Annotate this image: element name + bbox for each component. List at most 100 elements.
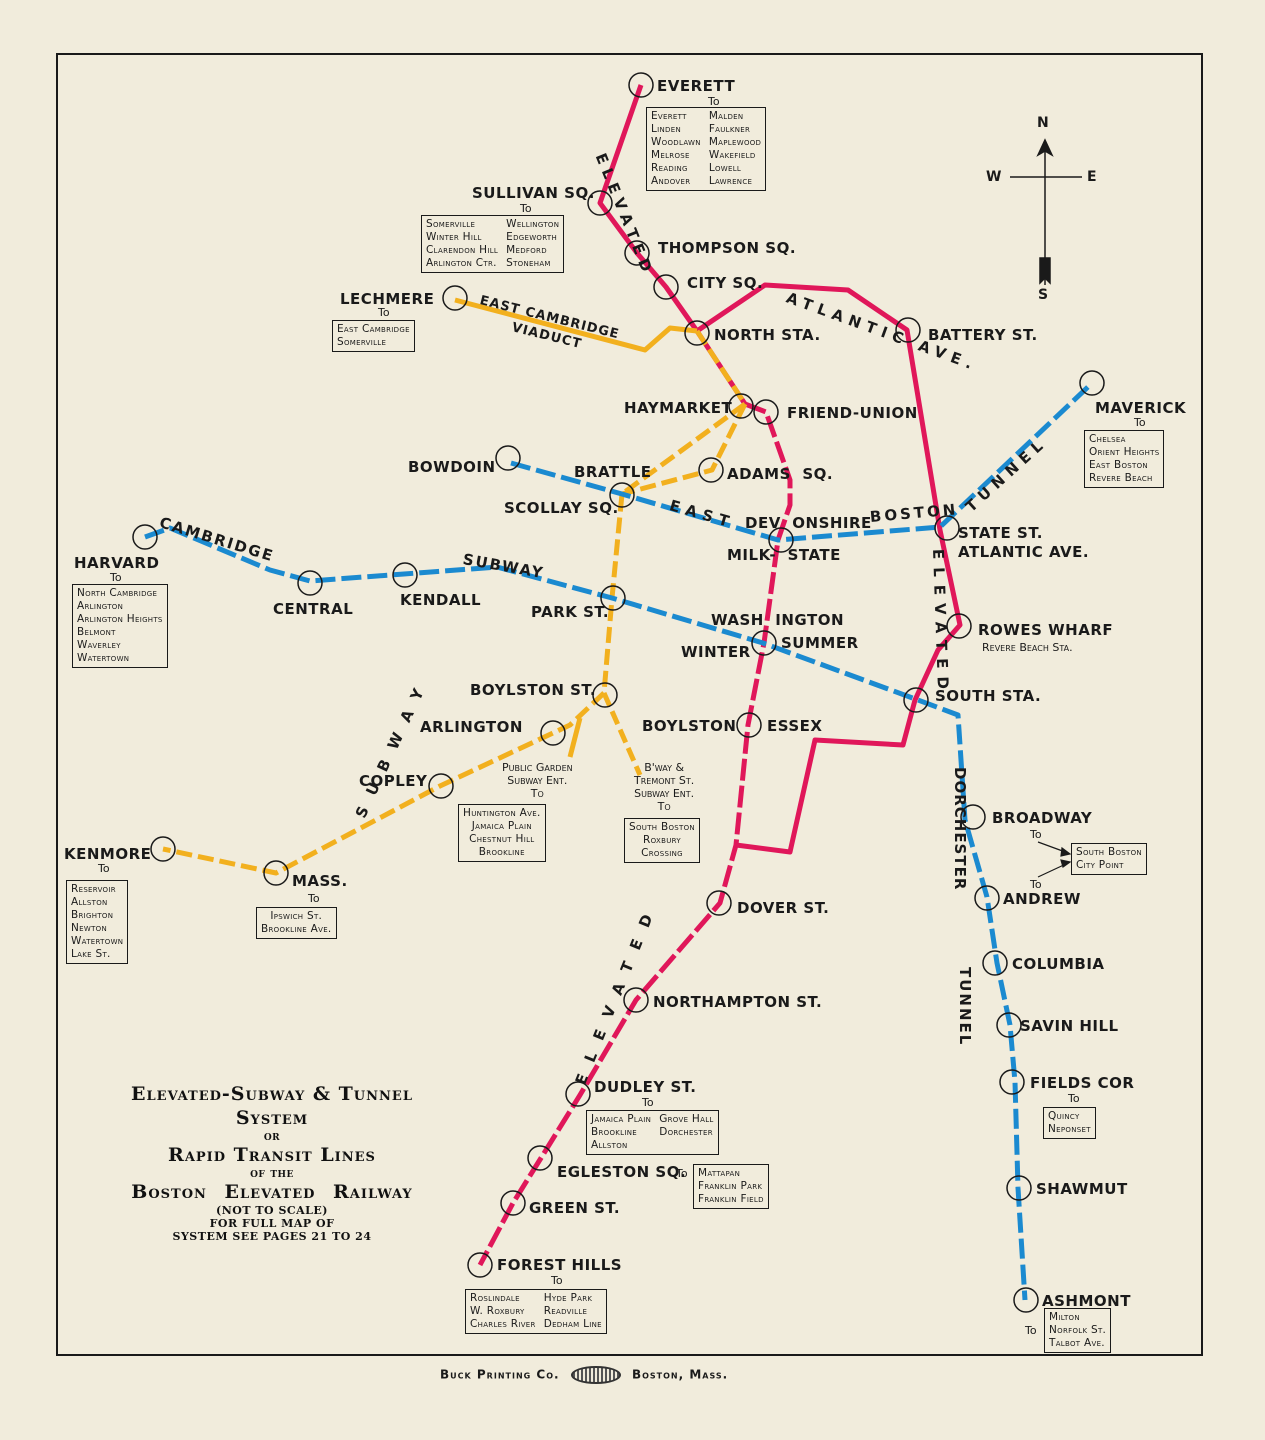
station-adams-sq[interactable]: ADAMS SQ. [727, 465, 833, 483]
destination: Readville [543, 1305, 588, 1317]
station-city-sq[interactable]: CITY SQ. [687, 274, 764, 292]
to-label: To [708, 95, 720, 108]
destination: Roxbury [643, 834, 681, 846]
compass-south-label: S [1038, 287, 1049, 303]
station-friend-union[interactable]: FRIEND-UNION [787, 404, 918, 422]
station-lechmere[interactable]: LECHMERE [340, 290, 435, 308]
station-dudley-st[interactable]: DUDLEY ST. [594, 1078, 697, 1096]
compass-north-label: N [1037, 115, 1049, 131]
kenmore-destinations-box: Reservoir Allston Brighton Newton Watert… [66, 880, 129, 964]
station-kenmore[interactable]: KENMORE [64, 845, 152, 863]
station-savin-hill[interactable]: SAVIN HILL [1020, 1017, 1119, 1035]
station-columbia[interactable]: COLUMBIA [1012, 955, 1105, 973]
rowes-wharf-subtitle: Revere Beach Sta. [982, 641, 1073, 654]
to-label: To [1030, 878, 1042, 891]
station-devonshire[interactable]: DEV ONSHIRE [745, 514, 872, 532]
adams-label: ADAMS [727, 465, 791, 483]
station-battery-st[interactable]: BATTERY ST. [928, 326, 1038, 344]
destination: Somerville [426, 218, 476, 230]
map-frame [56, 53, 1203, 1356]
station-summer[interactable]: SUMMER [781, 634, 859, 652]
station-state-st[interactable]: STATE ST. [958, 524, 1043, 542]
compass-east-label: E [1087, 169, 1097, 185]
station-green-st[interactable]: GREEN ST. [529, 1199, 621, 1217]
broadway-andrew-destinations-box: South Boston City Point [1071, 843, 1147, 875]
destination: Medford [506, 244, 547, 256]
station-maverick[interactable]: MAVERICK [1095, 399, 1187, 417]
title-note: FOR FULL MAP OF [209, 1217, 335, 1230]
maverick-destinations-box: Chelsea Orient Heights East Boston Rever… [1084, 430, 1165, 488]
destination: Allston [71, 896, 108, 908]
station-park-st[interactable]: PARK ST. [531, 603, 610, 621]
destination: Clarendon Hill [426, 244, 499, 256]
station-fields-cor[interactable]: FIELDS COR [1030, 1074, 1135, 1092]
harvard-destinations-box: North Cambridge Arlington Arlington Heig… [72, 584, 168, 668]
station-broadway[interactable]: BROADWAY [992, 809, 1093, 827]
station-kendall[interactable]: KENDALL [400, 591, 482, 609]
station-rowes-wharf[interactable]: ROWES WHARF [978, 621, 1114, 639]
station-bowdoin[interactable]: BOWDOIN [408, 458, 496, 476]
station-harvard[interactable]: HARVARD [74, 554, 160, 572]
note-line: Public Garden [502, 761, 573, 774]
destination: Faulkner [708, 123, 751, 135]
station-thompson-sq[interactable]: THOMPSON SQ. [658, 239, 797, 257]
station-south-sta[interactable]: SOUTH STA. [935, 687, 1042, 705]
destination: Talbot Ave. [1049, 1337, 1105, 1349]
destination: Arlington Ctr. [426, 257, 497, 269]
station-andrew[interactable]: ANDREW [1003, 890, 1081, 908]
arrow-icon [1037, 841, 1072, 878]
destination: Newton [71, 922, 108, 934]
station-milk-state[interactable]: MILK- STATE [727, 546, 841, 564]
destination: Melrose [651, 149, 690, 161]
destination: Wellington [506, 218, 560, 230]
ashmont-destinations-box: Milton Norfolk St. Talbot Ave. [1044, 1308, 1112, 1353]
station-shawmut[interactable]: SHAWMUT [1036, 1180, 1128, 1198]
station-ashmont[interactable]: ASHMONT [1042, 1292, 1131, 1310]
to-label: To [551, 1274, 563, 1287]
station-north-sta[interactable]: NORTH STA. [714, 326, 821, 344]
ington-label: INGTON [775, 611, 845, 629]
station-arlington[interactable]: ARLINGTON [420, 718, 523, 736]
station-dover-st[interactable]: DOVER ST. [737, 899, 830, 917]
station-haymarket[interactable]: HAYMARKET [624, 399, 733, 417]
destination: Mattapan [698, 1167, 741, 1179]
note-line: B'way & [644, 761, 685, 774]
station-essex[interactable]: ESSEX [767, 717, 823, 735]
station-everett[interactable]: EVERETT [657, 77, 736, 95]
destination: Brookline [478, 846, 525, 858]
station-egleston-sq[interactable]: EGLESTON SQ. [557, 1163, 687, 1181]
to-label: To [657, 800, 671, 813]
destination: Grove Hall [659, 1113, 714, 1125]
station-sullivan-sq[interactable]: SULLIVAN SQ. [472, 184, 595, 202]
station-copley[interactable]: COPLEY [359, 772, 428, 790]
egleston-destinations-box: Mattapan Franklin Park Franklin Field [693, 1164, 769, 1209]
station-mass[interactable]: MASS. [292, 872, 348, 890]
destination: East Cambridge [337, 323, 410, 335]
destination: South Boston [629, 821, 695, 833]
bway-tremont-destinations-box: South Boston Roxbury Crossing [624, 818, 700, 863]
station-boylston-st[interactable]: BOYLSTON ST. [470, 681, 597, 699]
station-brattle[interactable]: BRATTLE [574, 463, 652, 481]
public-garden-destinations-box: Huntington Ave. Jamaica Plain Chestnut H… [458, 804, 546, 862]
destination: Brookline Ave. [261, 923, 332, 935]
to-label: To [378, 306, 390, 319]
compass-icon [1010, 138, 1082, 285]
destination: Dorchester [659, 1126, 713, 1138]
state-label: STATE [787, 546, 841, 564]
station-circles [132, 72, 1105, 1313]
station-northampton-st[interactable]: NORTHAMPTON ST. [653, 993, 823, 1011]
station-central[interactable]: CENTRAL [273, 600, 354, 618]
destination: North Cambridge [77, 587, 158, 599]
station-washington[interactable]: WASH INGTON [711, 611, 844, 629]
station-scollay-sq[interactable]: SCOLLAY SQ. [504, 499, 619, 517]
station-forest-hills[interactable]: FOREST HILLS [497, 1256, 623, 1274]
to-label: To [110, 571, 122, 584]
destination: Chelsea [1089, 433, 1126, 445]
destination: Quincy [1048, 1110, 1080, 1122]
destination: East Boston [1089, 459, 1148, 471]
station-boylston[interactable]: BOYLSTON [642, 717, 737, 735]
destination: Somerville [337, 336, 387, 348]
station-winter[interactable]: WINTER [681, 643, 751, 661]
